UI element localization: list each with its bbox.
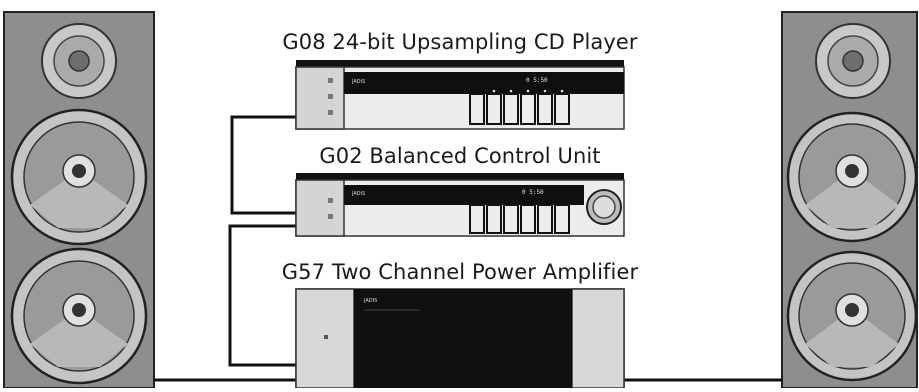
brand-logo: JADIS bbox=[351, 79, 365, 85]
cd-player-label: G08 24-bit Upsampling CD Player bbox=[282, 30, 638, 54]
indicator-dots bbox=[492, 89, 564, 93]
woofer-icon bbox=[786, 111, 918, 243]
left-speaker bbox=[3, 11, 155, 389]
power-amplifier-label: G57 Two Channel Power Amplifier bbox=[281, 260, 639, 284]
tweeter-icon bbox=[815, 23, 891, 99]
display-readout: 0 5:50 bbox=[526, 77, 548, 84]
power-amplifier-unit: JADIS bbox=[295, 288, 625, 389]
display-readout: 0 5:50 bbox=[522, 189, 544, 196]
woofer-icon bbox=[786, 250, 918, 382]
selector-buttons bbox=[469, 204, 570, 234]
woofer-icon bbox=[10, 108, 148, 246]
brand-logo: JADIS bbox=[363, 298, 377, 304]
power-led bbox=[324, 335, 328, 339]
right-speaker bbox=[781, 11, 918, 389]
interconnect-cable bbox=[230, 115, 298, 215]
cables bbox=[154, 115, 782, 382]
woofer-icon bbox=[10, 247, 148, 385]
interconnect-cable bbox=[228, 224, 298, 367]
button-icon bbox=[328, 198, 333, 219]
cd-player-unit: JADIS 0 5:50 bbox=[295, 60, 625, 130]
control-unit: JADIS 0 5:50 bbox=[295, 173, 625, 237]
volume-knob-icon bbox=[586, 189, 622, 225]
transport-buttons bbox=[469, 93, 570, 125]
brand-logo: JADIS bbox=[351, 191, 365, 197]
tweeter-icon bbox=[41, 23, 117, 99]
button-icon bbox=[328, 78, 333, 115]
control-unit-label: G02 Balanced Control Unit bbox=[319, 144, 601, 168]
